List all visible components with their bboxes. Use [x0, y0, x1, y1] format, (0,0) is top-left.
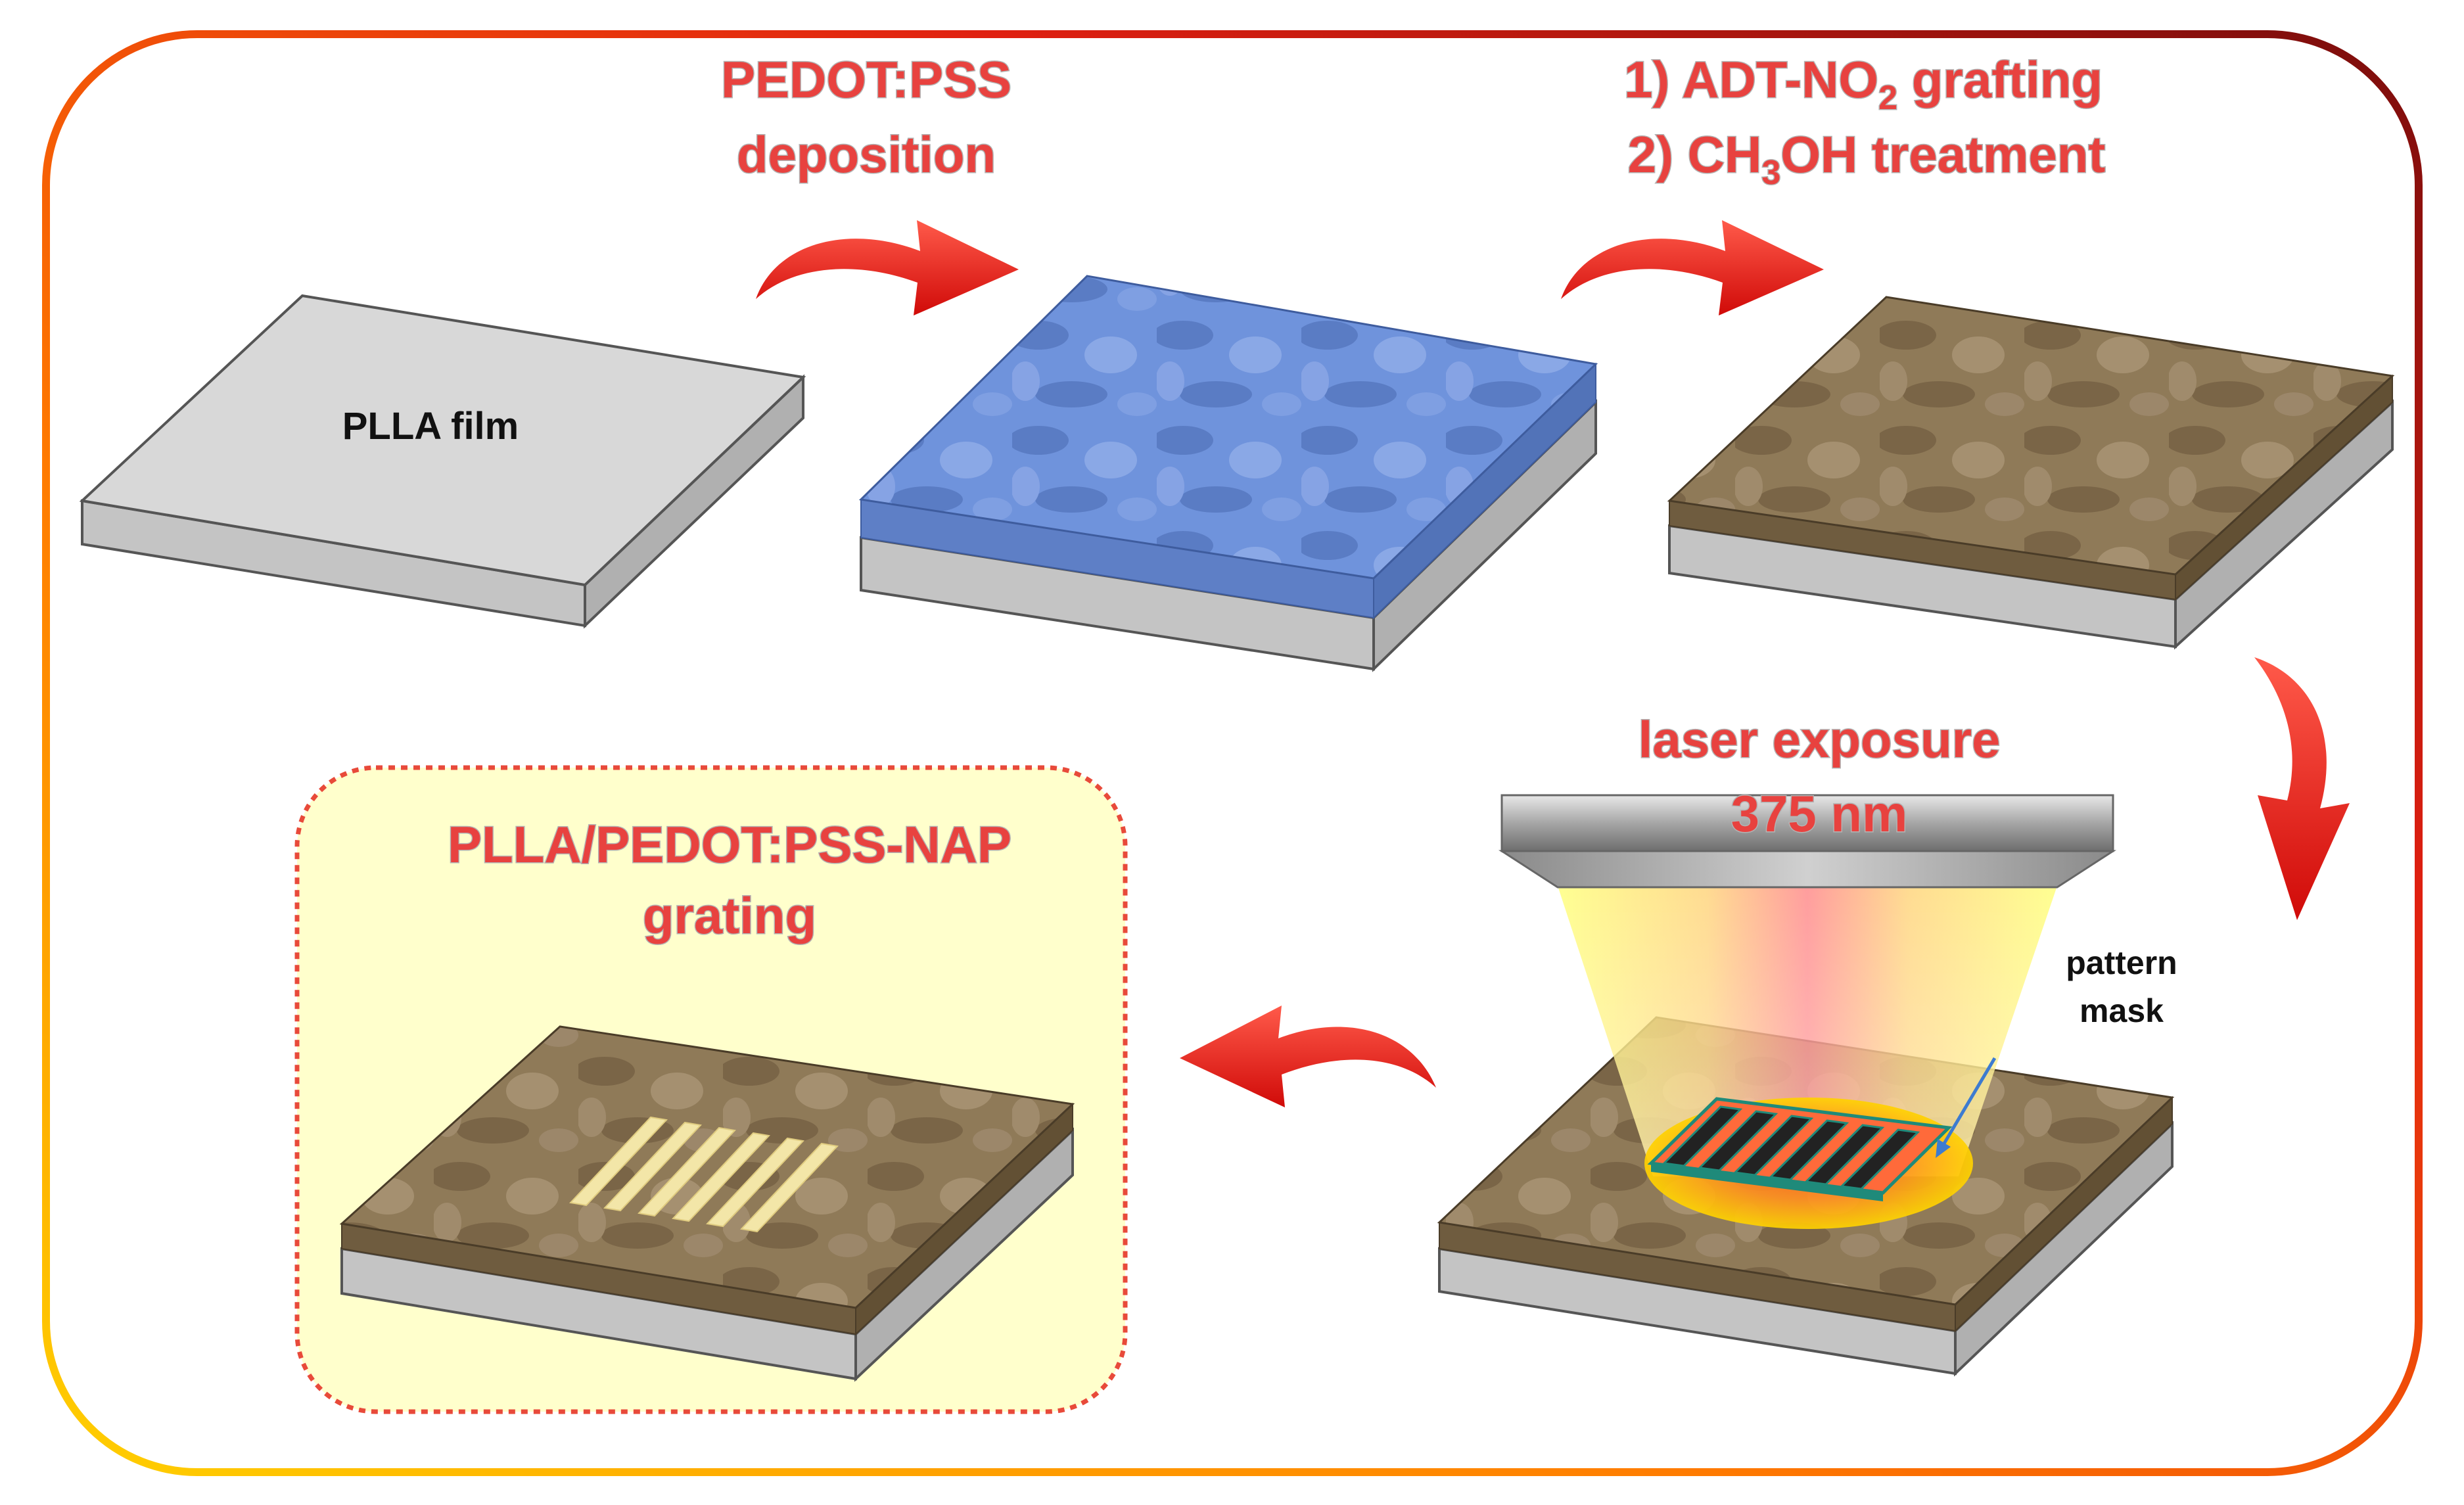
- laser-label: laser exposure 375 nm: [1637, 710, 2001, 844]
- final-label: PLLA/PEDOT:PSS-NAP grating: [446, 815, 1012, 946]
- step1-label: PEDOT:PSS deposition: [720, 50, 1012, 185]
- final-grating-slab: [339, 1025, 1075, 1382]
- grafted-slab: [1667, 296, 2395, 650]
- svg-text:PEDOT:PSS: PEDOT:PSS: [721, 51, 1011, 108]
- svg-text:1) ADT-NO2 grafting: 1) ADT-NO2 grafting: [1624, 51, 2103, 117]
- mask-label: pattern mask: [2066, 944, 2177, 1029]
- step2-label: 1) ADT-NO2 grafting 2) CH3OH treatment: [1623, 50, 2106, 193]
- plla-film-label: PLLA film: [342, 405, 519, 448]
- svg-text:2) CH3OH treatment: 2) CH3OH treatment: [1628, 126, 2106, 192]
- curved-arrow-icon: [2254, 657, 2350, 920]
- svg-text:deposition: deposition: [737, 126, 996, 183]
- laser-beam: [1558, 886, 2057, 1176]
- curved-arrow-icon: [1180, 1006, 1436, 1107]
- svg-text:laser exposure: laser exposure: [1639, 710, 2001, 768]
- outer-frame: [42, 30, 2423, 1476]
- svg-text:grating: grating: [643, 887, 816, 944]
- curved-arrow-icon: [756, 220, 1019, 315]
- curved-arrow-icon: [1561, 220, 1824, 315]
- svg-text:PLLA/PEDOT:PSS-NAP: PLLA/PEDOT:PSS-NAP: [448, 816, 1011, 873]
- svg-text:pattern: pattern: [2066, 944, 2177, 981]
- plla-film-slab: PLLA film: [79, 294, 806, 629]
- grating-lines: [569, 1116, 839, 1233]
- svg-text:375 nm: 375 nm: [1731, 785, 1908, 843]
- mask-pointer: [1936, 1057, 1997, 1158]
- laser-lens-icon: [1498, 794, 2117, 889]
- svg-text:mask: mask: [2080, 992, 2164, 1029]
- pattern-mask-icon: [1647, 1097, 1953, 1201]
- pedot-coated-slab: [858, 275, 1598, 672]
